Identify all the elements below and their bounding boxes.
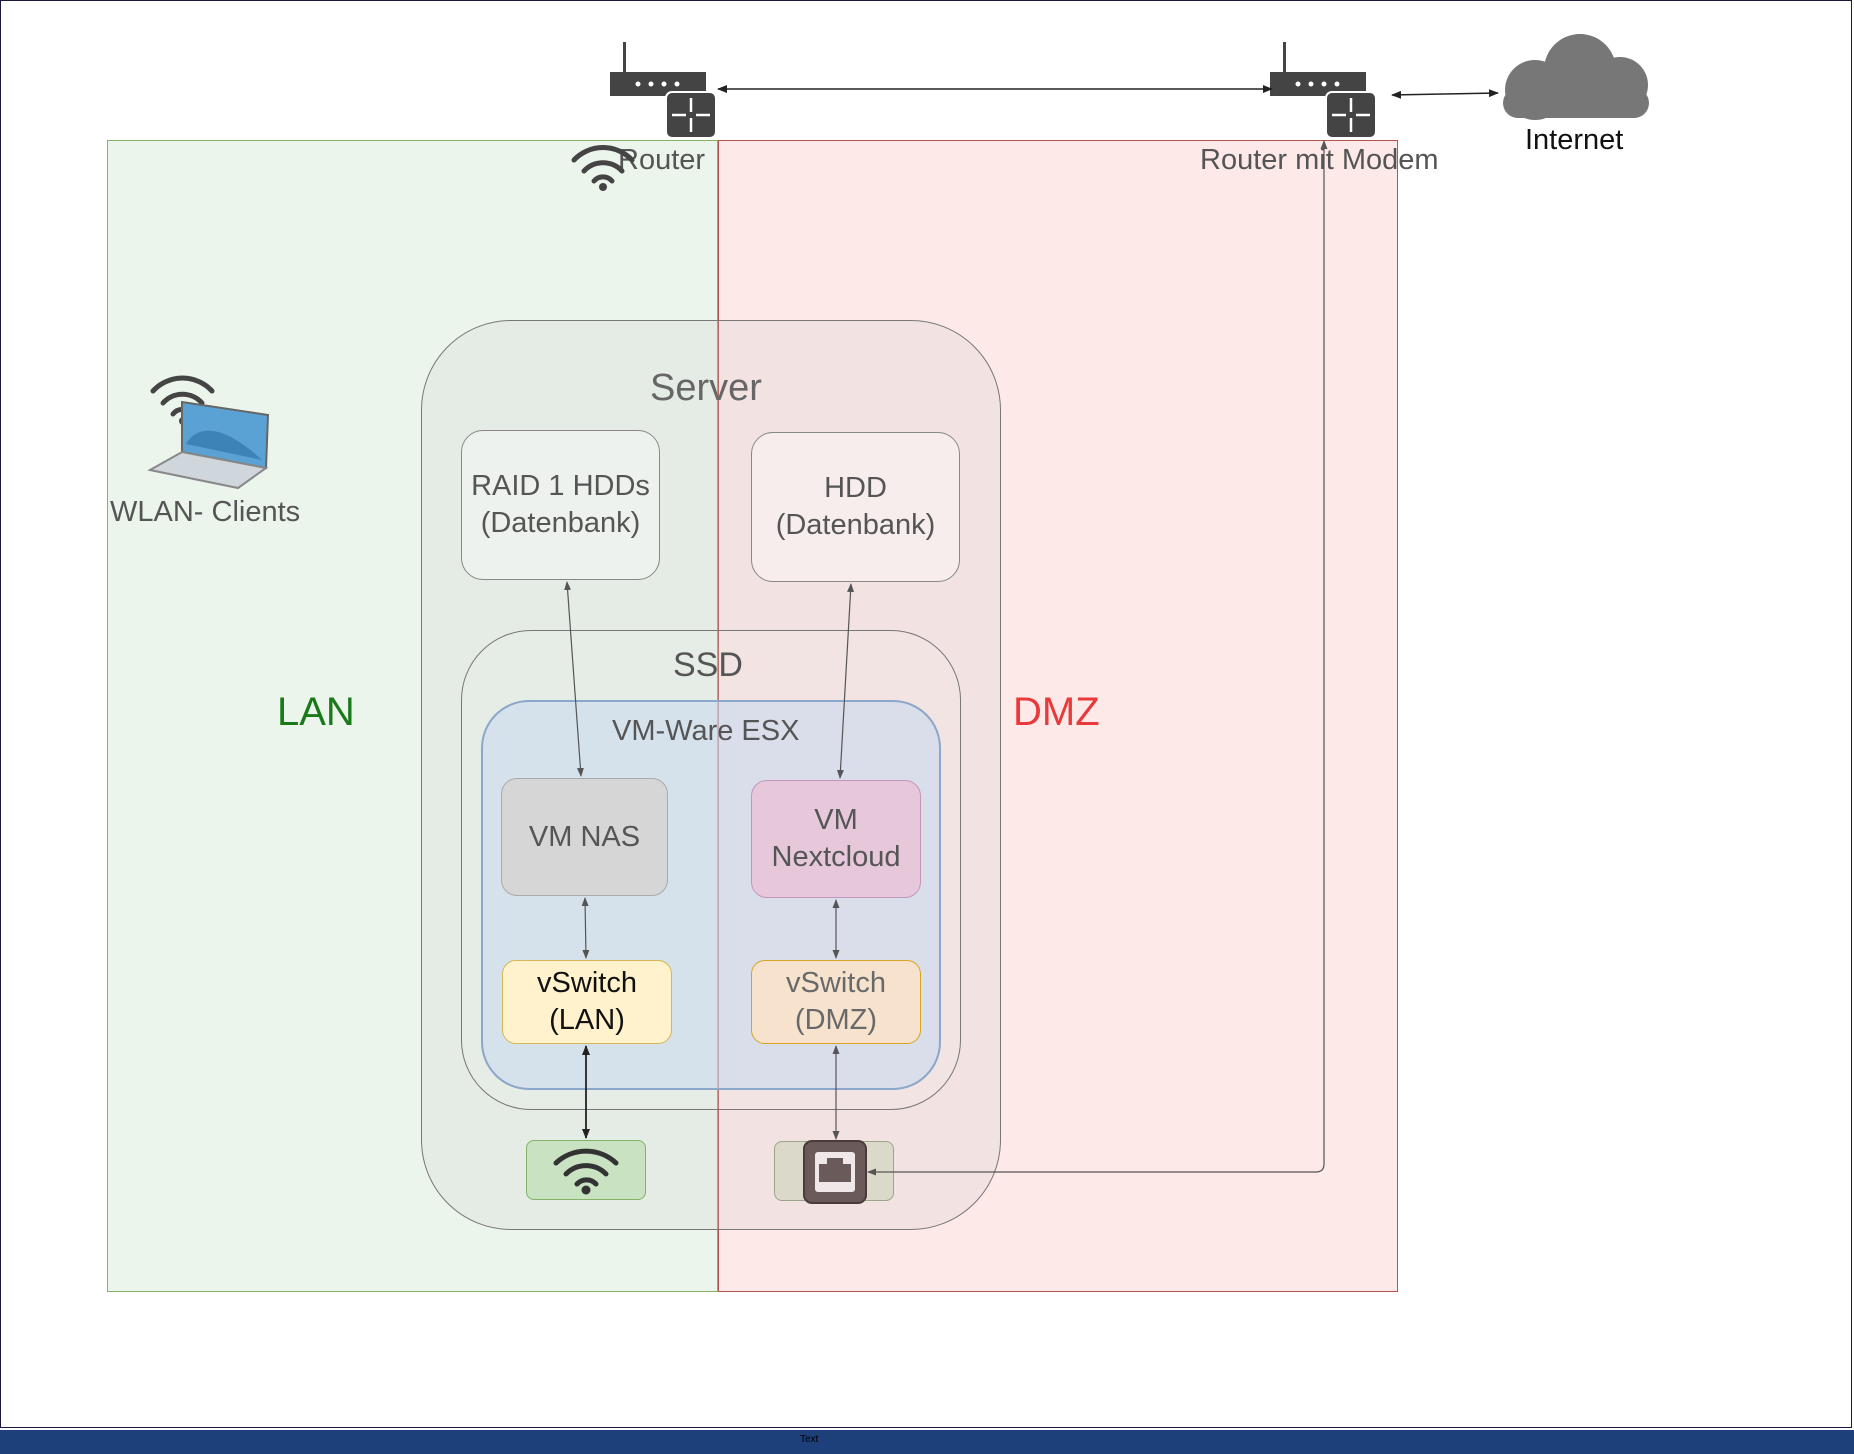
wlan-clients-label: WLAN- Clients [110, 496, 301, 528]
vswitch-lan-box: vSwitch (LAN) [502, 960, 672, 1044]
router-icon [610, 42, 717, 139]
router-modem-ethernet-line [867, 140, 1328, 1176]
raid-hdd-box: RAID 1 HDDs (Datenbank) [461, 430, 660, 580]
wifi-icon [553, 1148, 619, 1195]
vswitch-dmz-box: vSwitch (DMZ) [751, 960, 921, 1044]
laptop-icon [147, 375, 270, 490]
vmware-esx-label: VM-Ware ESX [612, 715, 800, 747]
status-bar: Text [0, 1430, 1854, 1454]
ssd-label: SSD [673, 646, 743, 684]
status-bar-text: Text [800, 1434, 819, 1445]
raid-nas-line [564, 581, 584, 777]
cloud-icon [1503, 34, 1649, 120]
hdd-nextcloud-line [836, 583, 855, 779]
router-wifi-icon [571, 145, 635, 191]
server-label: Server [650, 367, 762, 409]
lan-zone-label: LAN [277, 690, 355, 734]
ethernet-port-icon [803, 1140, 867, 1204]
vm-nas-box: VM NAS [501, 778, 668, 896]
internet-link-line [1391, 89, 1499, 99]
nas-vswitch-line [581, 897, 590, 959]
router-modem-icon [1270, 42, 1377, 139]
internet-label: Internet [1525, 124, 1624, 156]
